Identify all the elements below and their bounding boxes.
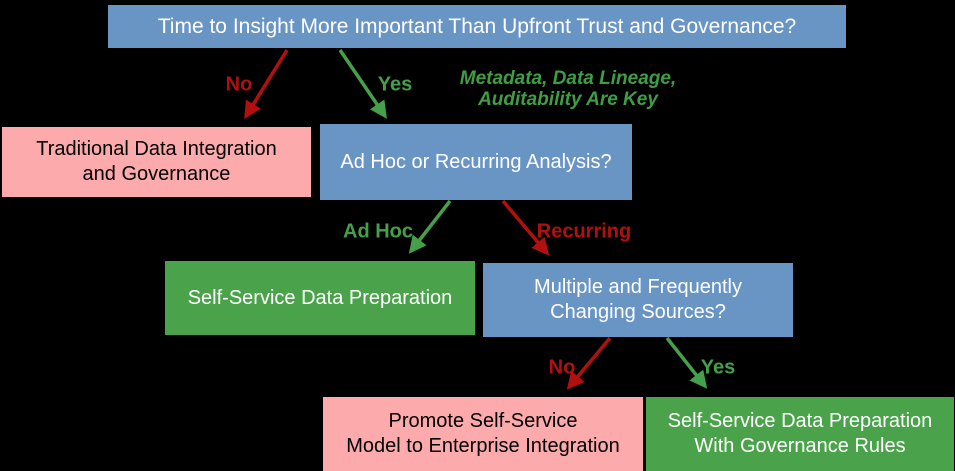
node-text-line1: Self-Service Data Preparation	[667, 410, 933, 432]
edge-label-yes-1: Yes	[377, 73, 413, 96]
edge-label-recurring: Recurring	[536, 220, 632, 243]
node-outcome-traditional-integration: Traditional Data Integration and Governa…	[2, 127, 311, 197]
annotation-metadata-note: Metadata, Data Lineage, Auditability Are…	[448, 68, 688, 110]
edge-label-ad-hoc: Ad Hoc	[343, 220, 413, 243]
node-question-multiple-changing-sources: Multiple and Frequently Changing Sources…	[483, 263, 793, 337]
node-text: Ad Hoc or Recurring Analysis?	[340, 150, 612, 173]
node-text-line1: Traditional Data Integration	[36, 138, 277, 160]
node-text-line2: With Governance Rules	[694, 435, 906, 457]
node-question-time-to-insight: Time to Insight More Important Than Upfr…	[108, 5, 846, 48]
node-text: Time to Insight More Important Than Upfr…	[157, 15, 797, 38]
edge-label-no-1: No	[225, 73, 253, 96]
node-text-line1: Promote Self-Service	[388, 410, 578, 432]
annotation-line2: Auditability Are Key	[478, 89, 658, 110]
node-question-adhoc-or-recurring: Ad Hoc or Recurring Analysis?	[320, 124, 632, 200]
node-outcome-ssdp-with-governance: Self-Service Data Preparation With Gover…	[646, 397, 954, 471]
node-outcome-promote-to-enterprise: Promote Self-Service Model to Enterprise…	[323, 397, 643, 471]
annotation-line1: Metadata, Data Lineage,	[459, 68, 677, 89]
node-outcome-self-service-data-prep: Self-Service Data Preparation	[165, 261, 475, 335]
edge-label-no-2: No	[548, 356, 576, 379]
node-text-line2: Model to Enterprise Integration	[346, 435, 620, 457]
edge-label-yes-2: Yes	[700, 356, 736, 379]
node-text-line2: and Governance	[82, 163, 231, 185]
node-text-line2: Changing Sources?	[550, 301, 726, 323]
arrow-yes-to-ssdp-governance	[665, 336, 708, 389]
node-text: Self-Service Data Preparation	[187, 286, 453, 309]
arrow-adhoc-to-ssdp	[408, 199, 452, 254]
node-text-line1: Multiple and Frequently	[534, 276, 742, 298]
